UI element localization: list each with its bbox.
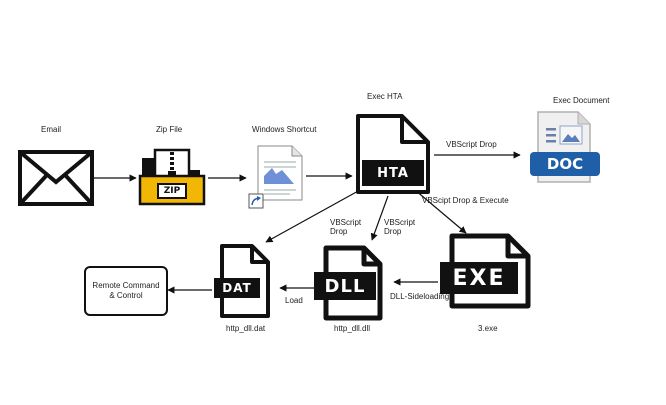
exec-hta-label: Exec HTA (367, 92, 403, 101)
edge-label-hta-dat-line1: VBScript (330, 218, 362, 227)
remote-command-control-label: Remote Command & Control (92, 281, 160, 300)
doc-file-icon (530, 111, 600, 183)
dll-file-icon (314, 245, 383, 321)
dll-badge: DLL (324, 275, 366, 297)
dat-file-icon (214, 244, 270, 318)
exe-file-label: 3.exe (478, 324, 498, 333)
edge-label-hta-dat-line2: Drop (330, 227, 348, 236)
edge-label-dll-dat: Load (285, 296, 303, 305)
dat-badge: DAT (222, 281, 252, 295)
edge-label-hta-exe: VBScipt Drop & Execute (422, 196, 509, 205)
shortcut-document-icon (248, 145, 303, 209)
exe-file-icon (440, 233, 531, 309)
dat-file-label: http_dll.dat (226, 324, 266, 333)
envelope-icon (18, 150, 94, 206)
hta-badge: HTA (377, 165, 409, 181)
edge-label-hta-dll-line2: Drop (384, 227, 402, 236)
zip-badge: ZIP (163, 186, 181, 196)
edge-label-exe-dll: DLL-Sideloading (390, 292, 450, 301)
doc-badge: DOC (546, 155, 584, 173)
arrow-hta-to-dll (370, 195, 389, 241)
arrow-hta-to-exe (414, 189, 467, 234)
zip-file-label: Zip File (156, 125, 183, 134)
windows-shortcut-label: Windows Shortcut (252, 125, 317, 134)
exec-document-label: Exec Document (553, 96, 610, 105)
dll-file-label: http_dll.dll (334, 324, 371, 333)
edge-label-hta-dll-line1: VBScript (384, 218, 416, 227)
exe-badge: EXE (452, 265, 506, 291)
arrow-hta-to-dat (265, 189, 361, 243)
zip-folder-icon (138, 148, 206, 206)
hta-file-icon (356, 114, 430, 194)
remote-command-control-box: Remote Command & Control (84, 266, 168, 316)
edge-label-hta-doc: VBScript Drop (446, 140, 497, 149)
email-label: Email (41, 125, 62, 134)
